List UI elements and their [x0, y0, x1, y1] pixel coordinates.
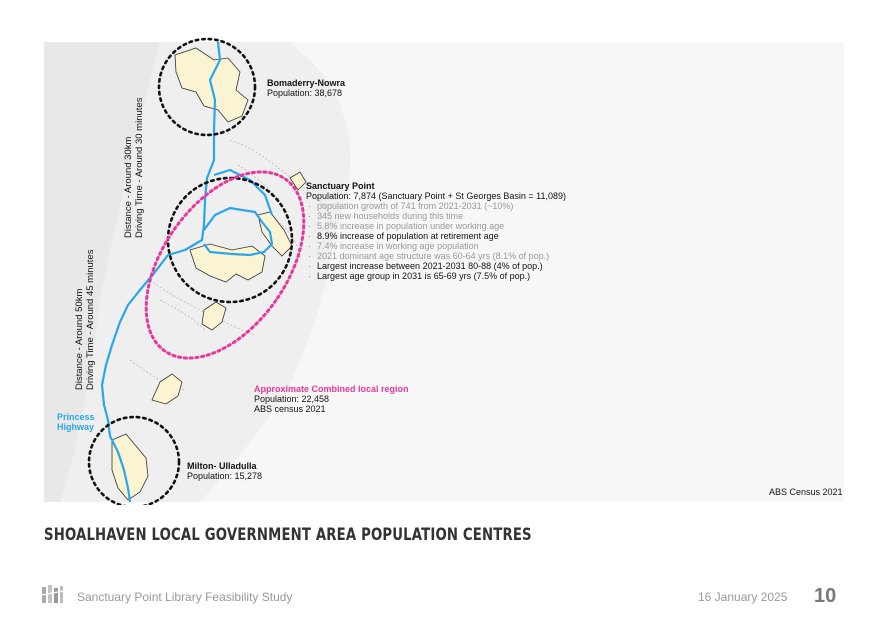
urban-area-huskisson: [289, 171, 307, 191]
label-combined-region: Approximate Combined local region Popula…: [254, 384, 409, 414]
source-note: ABS Census 2021: [769, 487, 843, 497]
sanctuary-stat-item: Largest increase between 2021-2031 80-88…: [306, 261, 566, 271]
distance-north-line2: Driving Time - Around 30 minutes: [134, 97, 145, 238]
label-sanctuary-point: Sanctuary Point Population: 7,874 (Sanct…: [306, 181, 566, 281]
distance-south-line2: Driving Time - Around 45 minutes: [85, 249, 96, 390]
combined-region-ring: [144, 170, 306, 360]
urban-area-sanctuary-point: [189, 243, 266, 283]
sanctuary-stat-item: 7.4% increase in working age population: [306, 241, 566, 251]
distance-north-label: Distance - Around 30km Driving Time - Ar…: [123, 98, 145, 238]
footer-date: 16 January 2025: [698, 590, 788, 604]
highway-label-line2: Highway: [57, 422, 95, 432]
urban-area-st-georges-basin: [257, 211, 293, 257]
town-population: Population: 38,678: [267, 88, 343, 98]
urban-area-ulladulla: [111, 433, 149, 501]
ring-milton-ulladulla: [87, 415, 181, 505]
urban-area-vincentia: [201, 301, 227, 331]
logo-icon: [42, 585, 64, 603]
town-name: Bomaderry-Nowra: [267, 78, 346, 88]
distance-south-label: Distance - Around 50km Driving Time - Ar…: [74, 250, 96, 390]
town-population: Population: 15,278: [187, 471, 263, 481]
combined-region-population: Population: 22,458: [254, 394, 330, 404]
urban-areas: [111, 47, 307, 501]
label-princess-highway: Princess Highway: [57, 412, 95, 432]
page-title: SHOALHAVEN LOCAL GOVERNMENT AREA POPULAT…: [44, 525, 532, 545]
sanctuary-stat-item: 2021 dominant age structure was 60-64 yr…: [306, 251, 566, 261]
combined-region-source: ABS census 2021: [254, 404, 326, 414]
label-milton-ulladulla: Milton- Ulladulla Population: 15,278: [187, 461, 262, 481]
urban-area-basin-view: [151, 373, 183, 405]
sanctuary-stat-item: population growth of 741 from 2021-2031 …: [306, 201, 566, 211]
footer-study-name: Sanctuary Point Library Feasibility Stud…: [77, 590, 293, 604]
sanctuary-point-stats-list: population growth of 741 from 2021-2031 …: [306, 201, 566, 281]
sanctuary-stat-item: 5.8% increase in population under workin…: [306, 221, 566, 231]
sanctuary-stat-item: 8.9% increase of population at retiremen…: [306, 231, 566, 241]
town-name: Sanctuary Point: [306, 181, 375, 191]
sanctuary-stat-item: Largest age group in 2031 is 65-69 yrs (…: [306, 271, 566, 281]
distance-north-line1: Distance - Around 30km: [123, 136, 134, 238]
page-number: 10: [814, 585, 837, 607]
combined-region-title: Approximate Combined local region: [254, 384, 409, 394]
label-bomaderry-nowra: Bomaderry-Nowra Population: 38,678: [267, 78, 345, 98]
town-population: Population: 7,874 (Sanctuary Point + St …: [306, 191, 566, 201]
highway-label-line1: Princess: [57, 412, 95, 422]
distance-south-line1: Distance - Around 50km: [74, 288, 85, 390]
town-name: Milton- Ulladulla: [187, 461, 257, 471]
ring-bomaderry-nowra: [157, 37, 257, 137]
sanctuary-stat-item: 345 new households during this time: [306, 211, 566, 221]
